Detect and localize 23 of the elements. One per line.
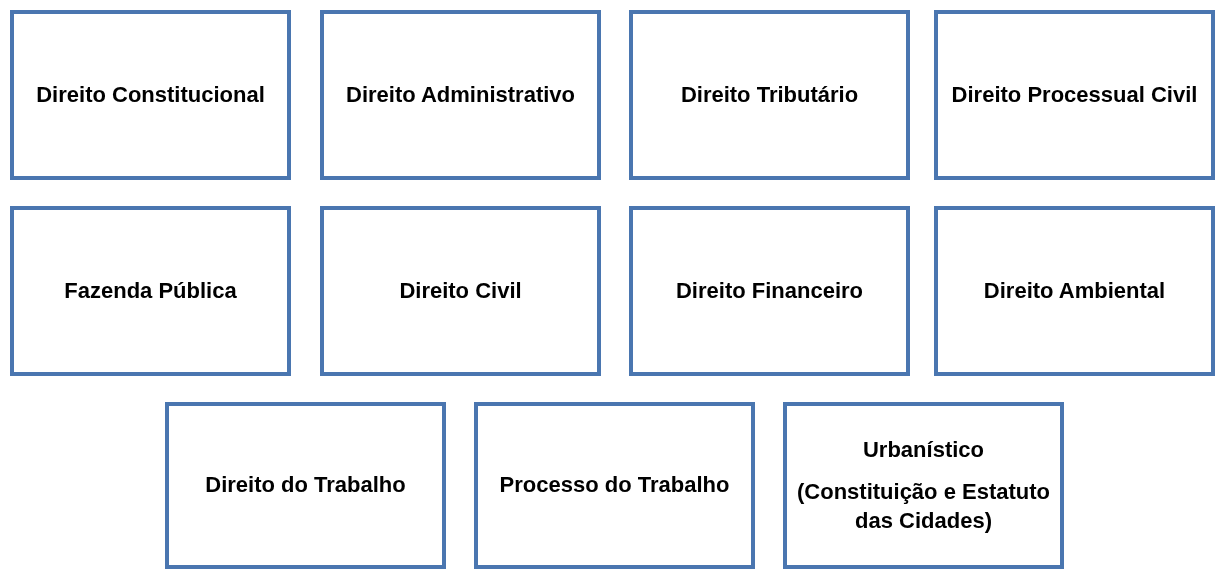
box-note: (Constituição e Estatuto das Cidades) — [796, 478, 1051, 535]
text-box — [783, 402, 1064, 569]
text-box — [629, 206, 910, 376]
text-box — [320, 10, 601, 180]
text-box — [474, 402, 755, 569]
box-label: Direito Administrativo — [346, 80, 575, 109]
box-label: Direito Tributário — [680, 80, 859, 109]
text-box — [934, 206, 1215, 376]
box-label: Direito Ambiental — [983, 276, 1166, 305]
box-label: Fazenda Pública — [64, 276, 237, 305]
text-box — [10, 206, 291, 376]
text-box — [320, 206, 601, 376]
text-box — [165, 402, 446, 569]
box-label: Direito do Trabalho — [205, 471, 406, 500]
box-label: Direito Financeiro — [675, 276, 863, 305]
box-label: Direito Civil — [399, 276, 522, 305]
text-box — [10, 10, 291, 180]
box-label: Processo do Trabalho — [499, 471, 730, 500]
text-box — [629, 10, 910, 180]
text-box — [934, 10, 1215, 180]
box-label: Direito Constitucional — [36, 80, 265, 109]
box-label: Direito Processual Civil — [951, 80, 1198, 109]
box-label: Urbanístico — [863, 435, 984, 464]
